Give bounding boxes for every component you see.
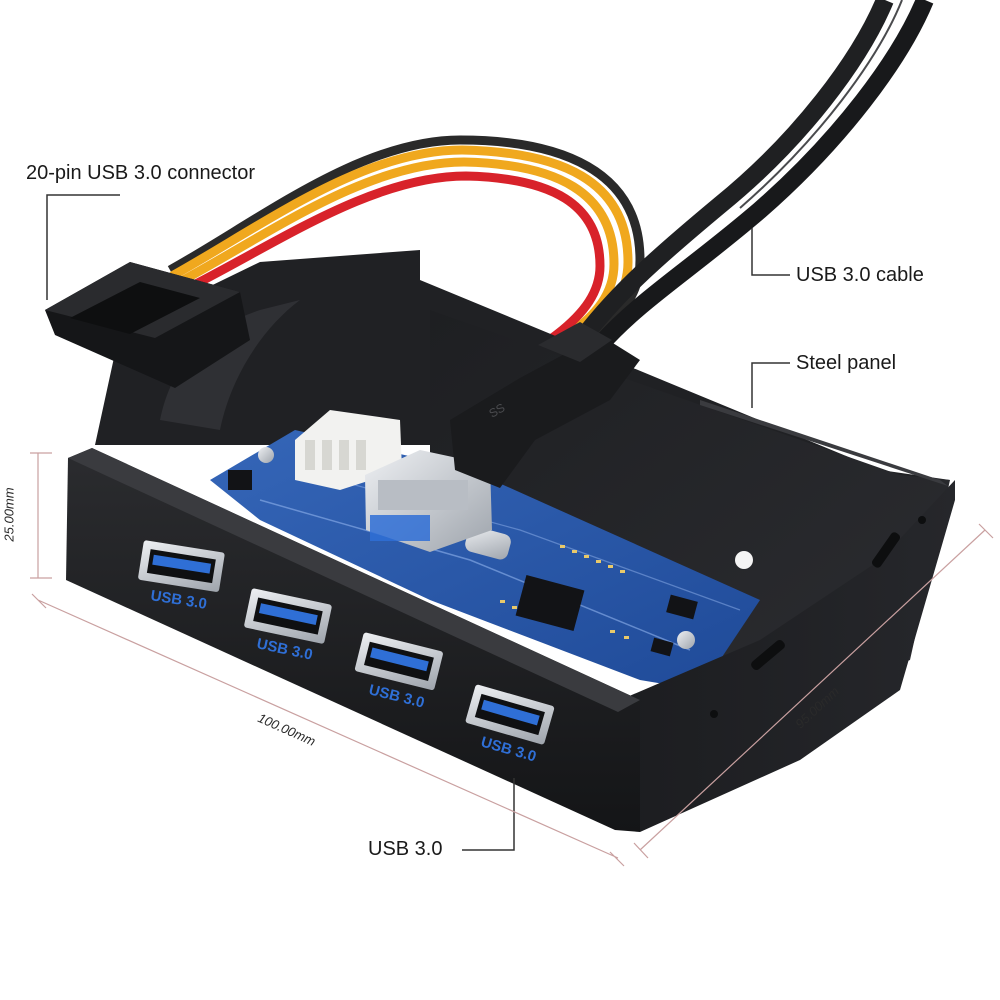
usb-3-plug: SS — [450, 322, 640, 488]
mounting-hole — [735, 551, 753, 569]
connector-leader — [46, 194, 120, 300]
cable-leader — [751, 228, 790, 276]
panel-leader — [751, 362, 790, 408]
depth-dimension-line — [633, 523, 994, 859]
connector-callout: 20-pin USB 3.0 connector — [26, 162, 256, 184]
sata-power-connector — [45, 262, 250, 388]
usb-port-3[interactable] — [354, 632, 443, 691]
height-dimension-label: 25.00mm — [1, 487, 17, 542]
width-dimension-line — [31, 593, 625, 867]
side-wall — [620, 480, 955, 832]
usb-port-1[interactable] — [138, 540, 225, 592]
usb-port-4[interactable] — [465, 684, 555, 745]
ports-callout: USB 3.0 — [368, 838, 443, 860]
molex-power-connector — [295, 410, 402, 490]
usb-port-2[interactable] — [244, 588, 333, 644]
svg-text:SS: SS — [487, 400, 508, 420]
cable-callout: USB 3.0 cable — [796, 264, 924, 286]
usb-3-cable — [577, 0, 934, 351]
ports-leader — [462, 778, 515, 851]
internal-usb-port — [365, 450, 492, 552]
front-usb-ports — [138, 540, 555, 745]
height-dimension-line — [30, 452, 52, 579]
panel-callout: Steel panel — [796, 352, 897, 374]
front-bezel — [66, 448, 640, 832]
